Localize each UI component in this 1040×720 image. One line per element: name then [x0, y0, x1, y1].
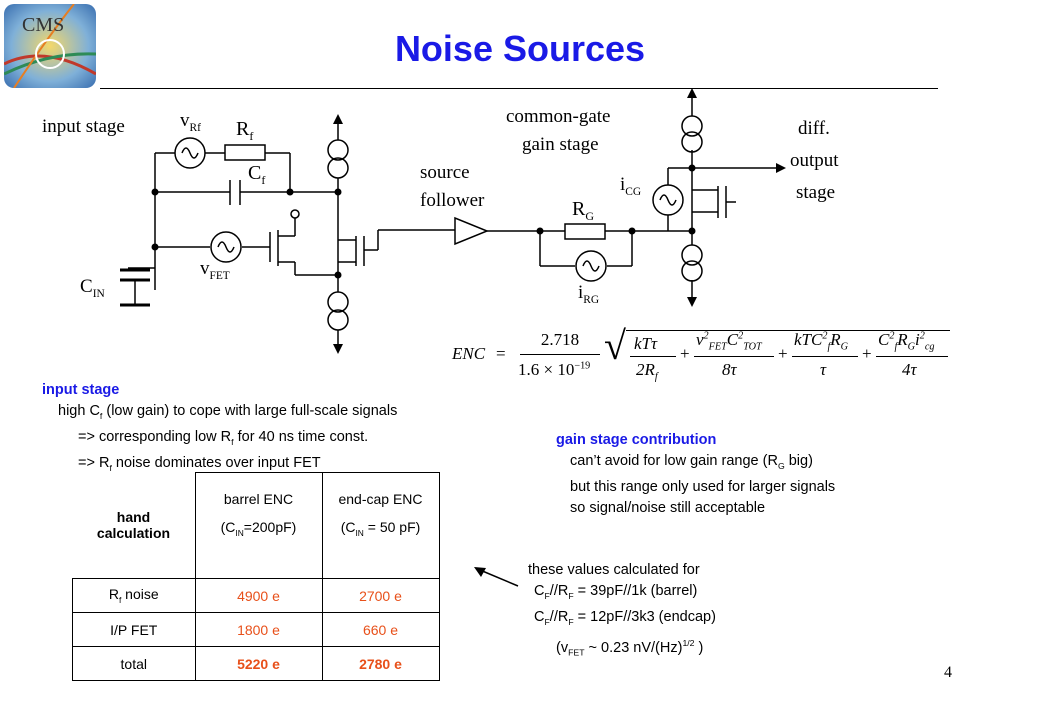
- page-title: Noise Sources: [394, 28, 646, 69]
- row-label-ip-fet: I/P FET: [72, 612, 196, 647]
- cell-endcap: 660 e: [321, 612, 440, 647]
- enc-formula: ENC = 2.718 1.6 × 10−19 √ kTτ 2Rf + v2FE…: [452, 323, 952, 386]
- table-row: total 5220 e 2780 e: [72, 646, 440, 681]
- cell-barrel: 5220 e: [194, 646, 323, 681]
- label-diff-2: output: [790, 150, 839, 171]
- input-stage-line-1: high Cf (low gain) to cope with large fu…: [58, 403, 398, 421]
- label-source-follower-2: follower: [420, 190, 485, 211]
- label-v-rf: vRf: [180, 110, 201, 134]
- table-row: I/P FET 1800 e 660 e: [72, 612, 440, 647]
- table-header-endcap: end-cap ENC (CIN = 50 pF): [321, 472, 440, 579]
- label-diff-3: stage: [796, 182, 836, 203]
- input-stage-line-3: => Rf noise dominates over input FET: [78, 454, 321, 473]
- values-note-line-4: (vFET ~ 0.23 nV/(Hz)1/2 ): [556, 637, 704, 658]
- values-note: these values calculated for CF//RF = 39p…: [528, 560, 716, 664]
- formula-lhs: ENC: [452, 344, 486, 363]
- values-note-line-2: CF//RF = 39pF//1k (barrel): [534, 583, 698, 601]
- formula-den: 1.6 × 10−19: [518, 360, 591, 379]
- input-stage-heading: input stage: [42, 382, 120, 398]
- table-header-barrel: barrel ENC (CIN=200pF): [194, 472, 323, 579]
- label-v-fet: vFET: [200, 258, 230, 282]
- label-r-g: RG: [572, 198, 595, 223]
- label-c-in: CIN: [80, 276, 105, 300]
- logo-text: CMS: [22, 14, 65, 36]
- cell-endcap: 2700 e: [321, 578, 440, 613]
- input-stage-line-2: => corresponding low Rf for 40 ns time c…: [78, 428, 369, 447]
- label-common-gate-1: common-gate: [506, 106, 611, 127]
- label-c-f: Cf: [248, 162, 266, 187]
- label-source-follower-1: source: [420, 162, 470, 183]
- input-stage-notes: input stage high Cf (low gain) to cope w…: [42, 380, 397, 479]
- gain-stage-line-1: can’t avoid for low gain range (RG big): [570, 453, 813, 471]
- gain-stage-heading: gain stage contribution: [556, 432, 717, 448]
- page-number: 4: [944, 664, 952, 681]
- values-note-line-3: CF//RF = 12pF//3k3 (endcap): [534, 608, 716, 627]
- row-label-rf-noise: Rf noise: [72, 578, 196, 613]
- cms-logo: CMS: [4, 4, 96, 88]
- gain-stage-line-2: but this range only used for larger sign…: [570, 478, 836, 495]
- label-i-rg: iRG: [578, 282, 600, 306]
- cell-barrel: 4900 e: [194, 578, 323, 613]
- label-input-stage: input stage: [42, 116, 125, 137]
- row-label-total: total: [72, 646, 196, 681]
- table-row: Rf noise 4900 e 2700 e: [72, 578, 440, 613]
- label-i-cg: iCG: [620, 174, 642, 198]
- cell-endcap: 2780 e: [321, 646, 440, 681]
- title-divider: [100, 88, 938, 89]
- label-diff-1: diff.: [798, 118, 830, 139]
- cell-barrel: 1800 e: [194, 612, 323, 647]
- gain-stage-line-3: so signal/noise still acceptable: [570, 499, 766, 516]
- values-note-line-1: these values calculated for: [528, 562, 700, 578]
- formula-num: 2.718: [540, 330, 580, 349]
- gain-stage-notes: gain stage contribution can’t avoid for …: [556, 430, 835, 519]
- label-r-f: Rf: [236, 118, 254, 143]
- label-common-gate-2: gain stage: [522, 134, 599, 155]
